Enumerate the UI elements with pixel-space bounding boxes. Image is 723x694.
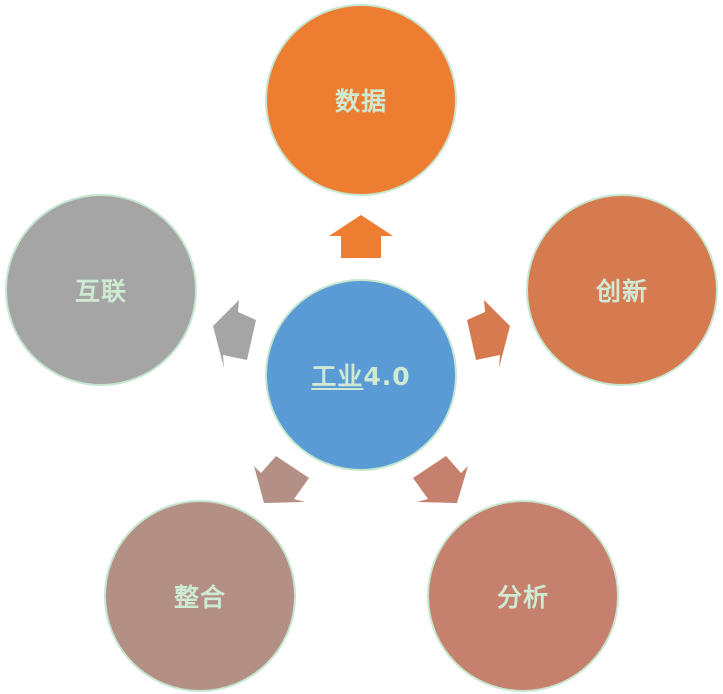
arrow-down-left-icon (254, 456, 309, 503)
node-bottom-right: 分析 (427, 500, 619, 692)
node-label: 创新 (595, 277, 648, 306)
node-center: 工业4.0 (265, 279, 457, 471)
node-label: 互联 (74, 277, 127, 306)
arrow-left-icon (213, 300, 256, 368)
arrow-right-icon (467, 300, 510, 368)
node-bottom-left: 整合 (104, 500, 296, 692)
node-label: 数据 (334, 87, 387, 116)
arrow-up-icon (329, 215, 393, 258)
center-label-version: 4.0 (363, 362, 411, 391)
center-label-cn: 工业 (311, 362, 364, 391)
arrow-down-right-icon (413, 456, 468, 503)
node-left: 互联 (5, 194, 197, 386)
node-top: 数据 (265, 4, 457, 196)
node-label: 整合 (173, 583, 226, 612)
node-label: 分析 (496, 583, 549, 612)
center-label: 工业4.0 (311, 357, 410, 393)
node-right: 创新 (526, 194, 718, 386)
